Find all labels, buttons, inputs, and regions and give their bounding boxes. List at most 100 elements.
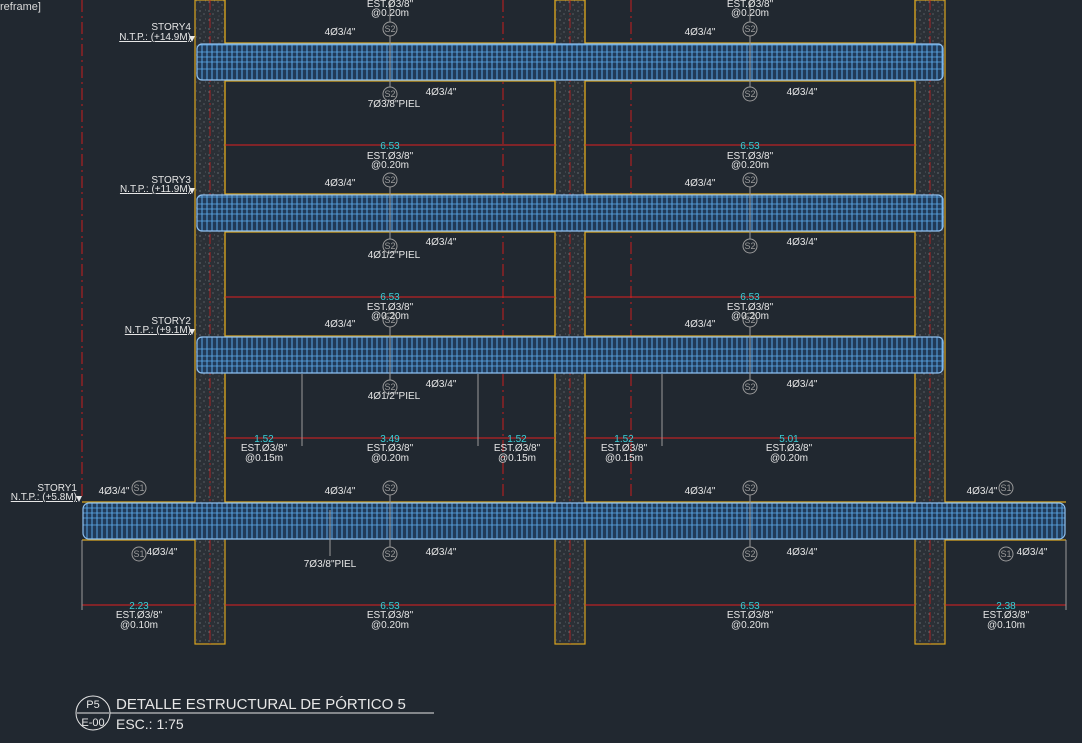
section-tag[interactable] [998,480,1014,496]
section-tag[interactable] [742,238,758,254]
dimension-value: 1.52 [254,434,274,445]
drawing-title: DETALLE ESTRUCTURAL DE PÓRTICO 5 [116,696,406,713]
stirrup-spacing: @0.20m [770,453,808,464]
dimension-value: 6.53 [380,292,400,303]
rebar-labels: 4Ø3/4" 4Ø3/4" 4Ø3/4" 4Ø3/4" 4Ø3/4" 4Ø3/4… [99,27,1048,570]
top-bar-label: 4Ø3/4" [325,486,356,497]
beam-story2[interactable] [196,336,944,374]
section-tag[interactable] [742,86,758,102]
beams [82,43,1066,540]
story-name: STORY2 [151,316,191,327]
story-name: STORY4 [151,22,191,33]
story-level: N.T.P.: (+14.9M) [119,32,191,43]
tag-label: S1 [133,483,144,493]
bottom-bar-label: 4Ø3/4" [1017,547,1048,558]
section-tag[interactable] [382,172,398,188]
tag-label: S2 [744,315,755,325]
level-arrows [76,36,195,502]
tag-label: S1 [1000,483,1011,493]
section-tag[interactable] [382,480,398,496]
section-tag[interactable] [742,379,758,395]
section-tag[interactable] [382,546,398,562]
dimension-value: 6.53 [740,601,760,612]
tag-label: S2 [744,382,755,392]
story-level: N.T.P.: (+11.9M) [120,184,191,195]
dimension-value: 2.23 [129,601,149,612]
beam-story4[interactable] [196,43,944,81]
section-tag[interactable] [742,312,758,328]
tag-label: S1 [133,549,144,559]
tag-label: S2 [384,315,395,325]
stirrup-label: EST.Ø3/8" [727,610,774,621]
tag-label: S2 [384,241,395,251]
section-tag[interactable] [131,546,147,562]
level-arrow-icon [76,496,82,502]
dimension-value: 3.49 [380,434,400,445]
stirrup-label: EST.Ø3/8" [727,302,774,313]
section-tag[interactable] [382,379,398,395]
section-tag[interactable] [742,21,758,37]
story-level: N.T.P.: (+5.8M) [11,492,77,503]
dimension-value: 6.53 [380,601,400,612]
viewport-label: reframe] [0,1,41,13]
stirrup-spacing: @0.20m [371,453,409,464]
dimension-value: 2.38 [996,601,1016,612]
stirrup-label: EST.Ø3/8" [983,610,1030,621]
section-tag[interactable] [742,546,758,562]
stirrup-label: EST.Ø3/8" [367,0,414,10]
bottom-bar-label: 4Ø3/4" [426,547,457,558]
beam-story3[interactable] [196,194,944,232]
stirrup-spacing: @0.20m [371,8,409,19]
stirrup-spacing: @0.15m [245,453,283,464]
stirrup-label: EST.Ø3/8" [367,443,414,454]
skin-bar-label: 4Ø1/2"PIEL [368,391,421,402]
section-tag[interactable] [131,480,147,496]
stirrup-label: EST.Ø3/8" [494,443,541,454]
tag-label: S2 [384,24,395,34]
top-bar-label: 4Ø3/4" [325,319,356,330]
stirrup-label: EST.Ø3/8" [727,151,774,162]
stirrup-spacing: @0.20m [371,311,409,322]
stirrup-spacing: @0.20m [731,8,769,19]
section-tag[interactable] [382,238,398,254]
section-tag[interactable] [382,21,398,37]
top-bar-label: 4Ø3/4" [685,486,716,497]
stirrup-spacing: @0.20m [731,311,769,322]
tag-label: S2 [384,89,395,99]
stirrup-spacing: @0.15m [605,453,643,464]
tag-label: S2 [384,175,395,185]
section-tag[interactable] [742,172,758,188]
dimension-value: 6.53 [740,141,760,152]
bottom-bar-label: 4Ø3/4" [787,87,818,98]
stirrup-label: EST.Ø3/8" [367,610,414,621]
stirrup-spacing: @0.20m [371,160,409,171]
stirrup-spacing: @0.20m [371,620,409,631]
section-tag[interactable] [742,480,758,496]
tag-label: S2 [744,24,755,34]
stirrup-label: EST.Ø3/8" [766,443,813,454]
skin-bar-label: 4Ø1/2"PIEL [368,250,421,261]
section-tag-labels: S2 S2 S2 S2 S2 S2 S2 S2 S2 S2 S2 S2 S2 S… [133,24,1011,559]
tag-label: S2 [744,549,755,559]
detail-id: P5 [86,699,99,711]
top-bar-label: 4Ø3/4" [685,319,716,330]
leader-lines [81,0,1067,610]
tag-label: S2 [384,382,395,392]
story-name: STORY3 [151,175,191,186]
stirrup-label: EST.Ø3/8" [367,302,414,313]
stirrup-label: EST.Ø3/8" [116,610,163,621]
story-level: N.T.P.: (+9.1M) [125,325,191,336]
section-tag[interactable] [382,86,398,102]
beam-story1[interactable] [82,502,1066,540]
tag-label: S1 [1000,549,1011,559]
dimension-value: 1.52 [614,434,634,445]
tag-label: S2 [744,175,755,185]
story-name: STORY1 [37,483,77,494]
stirrup-label: EST.Ø3/8" [727,0,774,10]
tag-label: S2 [384,483,395,493]
section-tag[interactable] [382,312,398,328]
sheet-id: E-00 [81,717,104,729]
section-tag[interactable] [998,546,1014,562]
bottom-bar-label: 4Ø3/4" [787,237,818,248]
